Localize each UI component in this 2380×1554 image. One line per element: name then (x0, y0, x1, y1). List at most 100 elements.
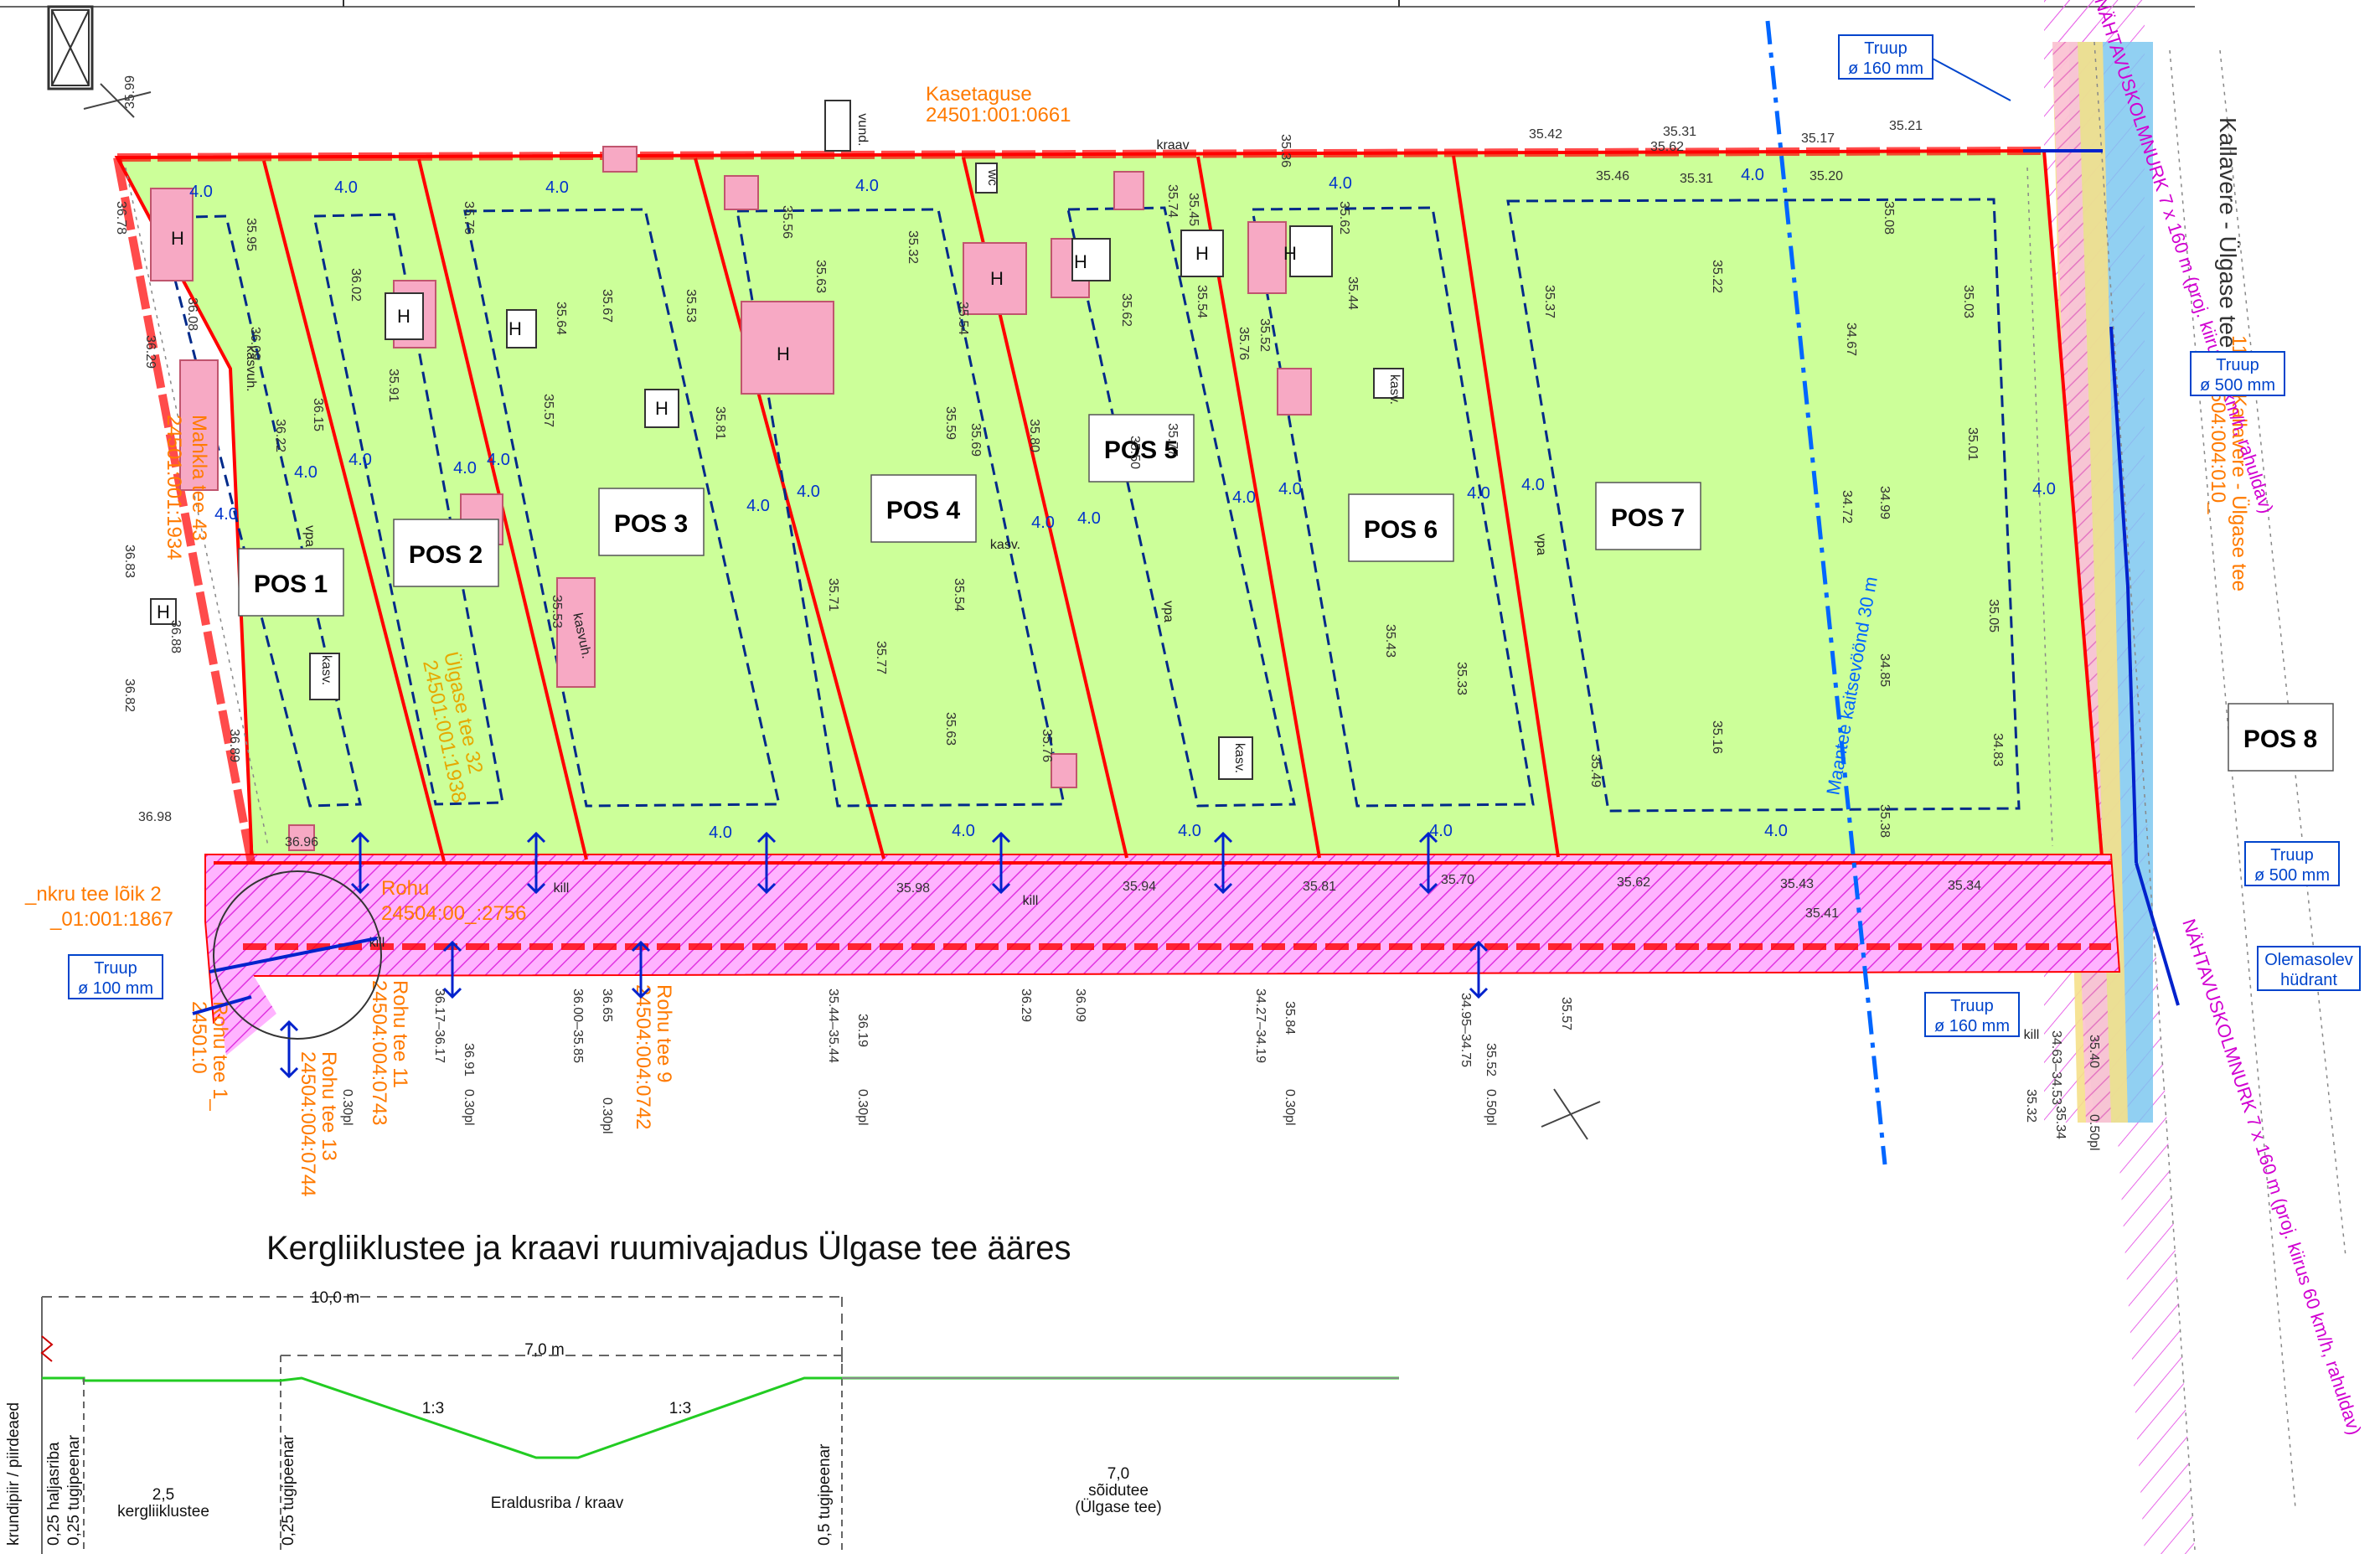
svg-text:35.76: 35.76 (462, 201, 476, 235)
svg-text:34.72: 34.72 (1840, 490, 1854, 524)
svg-text:36.29: 36.29 (1019, 989, 1033, 1022)
svg-text:34.27–34.19: 34.27–34.19 (1253, 989, 1267, 1063)
pos-6-box (1348, 493, 1454, 562)
svg-text:35.46: 35.46 (1596, 169, 1629, 183)
pos-5-box (1088, 414, 1195, 483)
svg-text:35.44–35.44: 35.44–35.44 (826, 989, 840, 1063)
pos-6-label: POS 6 (1364, 516, 1438, 544)
pos-8-label: POS 8 (2243, 725, 2317, 753)
svg-text:35.43: 35.43 (1383, 624, 1397, 658)
svg-text:35.45: 35.45 (1186, 193, 1200, 226)
svg-text:34.85: 34.85 (1877, 653, 1892, 687)
svg-text:Truup: Truup (1864, 39, 1908, 58)
svg-text:kasv.: kasv. (319, 655, 333, 685)
svg-text:(Ülgase tee): (Ülgase tee) (1075, 1499, 1162, 1516)
svg-text:4.0: 4.0 (1232, 488, 1256, 507)
pos-2-box (393, 519, 499, 587)
pos-labels: POS 1 POS 2 POS 3 POS 4 POS 5 POS 6 POS … (238, 414, 2334, 772)
pos-1-label: POS 1 (254, 570, 328, 598)
svg-text:ø 500 mm: ø 500 mm (2254, 866, 2330, 885)
svg-text:35.57: 35.57 (541, 394, 555, 427)
svg-text:4.0: 4.0 (348, 451, 372, 469)
svg-text:4.0: 4.0 (294, 463, 318, 482)
svg-text:4.0: 4.0 (1521, 476, 1545, 494)
svg-text:4.0: 4.0 (453, 459, 477, 478)
dim-inner: 7,0 m (524, 1341, 565, 1359)
svg-text:vund.: vund. (855, 113, 870, 146)
callout-truup-160-top (1838, 34, 1933, 80)
svg-text:hüdrant: hüdrant (2280, 971, 2337, 989)
svg-text:34.67: 34.67 (1844, 323, 1858, 356)
svg-text:35.81: 35.81 (1303, 880, 1336, 894)
rohu11-code: 24504:004:0743 (368, 980, 390, 1126)
svg-text:35.62: 35.62 (1650, 140, 1684, 154)
svg-text:H: H (1074, 251, 1087, 272)
svg-text:H: H (1195, 243, 1209, 264)
svg-text:36.19: 36.19 (855, 1014, 870, 1047)
rohu-top-name: Rohu (381, 877, 429, 900)
svg-text:4.0: 4.0 (1467, 484, 1490, 503)
svg-text:35.37: 35.37 (1542, 285, 1557, 318)
rohu11-name: Rohu tee 11 (389, 980, 411, 1088)
svg-text:36.00–35.85: 36.00–35.85 (570, 989, 585, 1063)
road-label: Kallavere - Ülgase tee (2215, 117, 2241, 348)
svg-text:krundipiir / piirdeaed: krundipiir / piirdeaed (5, 1402, 23, 1546)
svg-text:H: H (157, 601, 170, 622)
svg-text:0,25 tugipeenar: 0,25 tugipeenar (65, 1434, 83, 1546)
svg-text:H: H (777, 343, 790, 364)
cross-section: 10,0 m 7,0 m 1:3 1:3 krundipiir / piirde… (5, 1289, 1399, 1554)
svg-text:35.33: 35.33 (1454, 662, 1469, 695)
pos-7-label: POS 7 (1611, 504, 1685, 532)
mahkla-name: Mahkla tee 43 (188, 415, 210, 541)
svg-text:36.65: 36.65 (600, 989, 614, 1022)
svg-text:4.0: 4.0 (1031, 514, 1055, 532)
pos-5-label: POS 5 (1104, 436, 1178, 464)
callouts: Truup ø 160 mm Truup ø 500 mm Truup ø 50… (68, 34, 2361, 1037)
svg-text:35.43: 35.43 (1780, 877, 1814, 891)
svg-text:35.80: 35.80 (1027, 419, 1041, 452)
svg-text:35.36: 35.36 (1278, 134, 1293, 168)
svg-text:Truup: Truup (2216, 356, 2259, 374)
svg-text:36.88: 36.88 (168, 620, 183, 653)
svg-text:4.0: 4.0 (1429, 822, 1453, 840)
svg-text:36.17–36.17: 36.17–36.17 (432, 989, 447, 1063)
svg-text:34.83: 34.83 (1990, 733, 2005, 767)
rohu-tee-name: Rohu tee 1_ (209, 1001, 231, 1111)
svg-text:35.17: 35.17 (1801, 132, 1835, 146)
svg-text:35.70: 35.70 (1441, 873, 1474, 887)
road-strip (204, 854, 2121, 1025)
pos-1-box (238, 548, 344, 617)
svg-text:36.89: 36.89 (227, 729, 241, 762)
crossing-arrows (279, 831, 1489, 1079)
svg-text:35.54: 35.54 (956, 302, 970, 335)
svg-text:kraav: kraav (1156, 138, 1189, 152)
svg-text:0.50pl: 0.50pl (1484, 1089, 1498, 1126)
kasetaguse-name: Kasetaguse (926, 83, 1032, 106)
svg-text:Truup: Truup (94, 959, 137, 978)
svg-text:35.77: 35.77 (1165, 423, 1180, 457)
svg-text:0.30pl: 0.30pl (462, 1089, 476, 1126)
svg-text:ø 160 mm: ø 160 mm (1848, 59, 1923, 78)
svg-text:36.08: 36.08 (185, 297, 199, 331)
svg-text:0.30pl: 0.30pl (340, 1089, 354, 1126)
svg-text:36.02: 36.02 (348, 268, 363, 302)
svg-text:36.91: 36.91 (462, 1043, 476, 1076)
svg-text:36.09: 36.09 (1073, 989, 1087, 1022)
svg-text:35.62: 35.62 (1337, 201, 1351, 235)
svg-text:vpa: vpa (1161, 601, 1175, 622)
svg-text:35.32: 35.32 (906, 230, 920, 264)
svg-text:36.82: 36.82 (122, 679, 137, 712)
svg-text:35.99: 35.99 (123, 75, 137, 109)
svg-text:vpa: vpa (1534, 534, 1548, 555)
svg-text:36.96: 36.96 (285, 835, 318, 849)
svg-text:H: H (397, 306, 410, 327)
svg-text:35.16: 35.16 (1710, 720, 1724, 754)
rohu13-code: 24504:004:0744 (297, 1051, 319, 1197)
svg-text:4.0: 4.0 (746, 497, 770, 515)
svg-text:35.05: 35.05 (1986, 599, 2001, 632)
svg-text:35.52: 35.52 (1484, 1043, 1498, 1076)
svg-text:35.50: 35.50 (1128, 436, 1142, 469)
pos-3-label: POS 3 (614, 510, 688, 538)
svg-text:35.01: 35.01 (1965, 427, 1980, 461)
svg-text:36.29: 36.29 (143, 335, 157, 369)
